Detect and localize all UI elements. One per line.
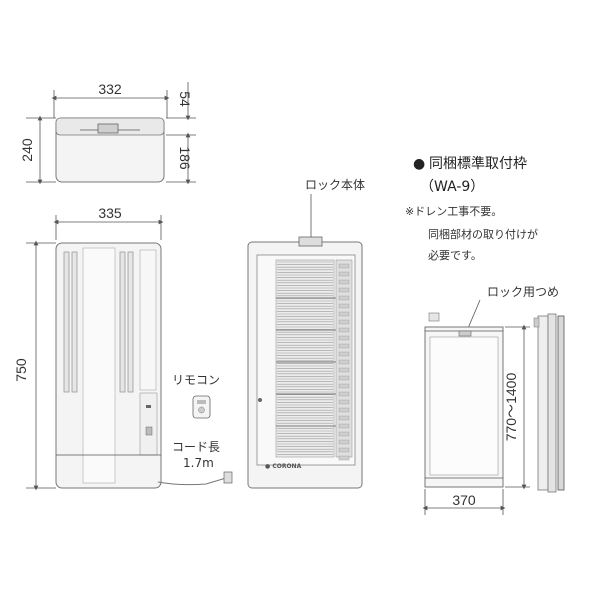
grille-side-slot [338, 367, 350, 373]
grille-side-slot [338, 327, 350, 333]
remote-label: リモコン [172, 373, 220, 387]
frame-inner [429, 336, 499, 476]
notes: ● 同梱標準取付枠 （WA-9） ※ドレン工事不要。 同梱部材の取り付けが 必要… [405, 156, 538, 262]
side-view: 335 750 [13, 205, 164, 491]
control-panel [139, 392, 158, 456]
vent-slot [63, 251, 70, 393]
grille-side-lines [338, 263, 350, 461]
vent-slot [127, 251, 134, 393]
grille-side-slot [338, 447, 350, 453]
remote-button [198, 406, 205, 414]
lock-body-label: ロック本体 [305, 178, 365, 192]
grille-side-slot [338, 455, 350, 461]
grille-side-slot [338, 423, 350, 429]
cord-length-label: コード長 [172, 440, 220, 454]
grille-side-slot [338, 391, 350, 397]
note-line2: 同梱部材の取り付けが [428, 227, 538, 241]
switch [145, 426, 153, 436]
cord-length-value: 1.7m [183, 456, 214, 470]
grille-side-slot [338, 279, 350, 285]
grille-side-slot [338, 439, 350, 445]
vent-slot [119, 251, 126, 393]
grille-side-slot [338, 271, 350, 277]
lock-body [298, 236, 323, 247]
dim-front-width: 335 [98, 205, 122, 221]
latch [258, 398, 262, 402]
grille-side-slot [338, 263, 350, 269]
lock-claw-label: ロック用つめ [487, 285, 559, 299]
dim-top-186: 186 [177, 146, 193, 170]
frame-side-edge [557, 315, 565, 491]
remote-control: リモコン コード長 1.7m [157, 373, 233, 486]
mounting-frame-view: ロック用つめ 770～1400 370 [422, 285, 565, 515]
power-cord [157, 477, 227, 486]
dim-front-750: 750 [13, 358, 29, 382]
grille-side-slot [338, 319, 350, 325]
side-strip [139, 249, 157, 391]
note-title: 同梱標準取付枠 [429, 156, 527, 172]
grille-side-slot [338, 351, 350, 357]
grille-side-slot [338, 359, 350, 365]
grille-side-slot [338, 375, 350, 381]
unit-top-handle [97, 123, 119, 134]
grille-side-slot [338, 295, 350, 301]
dim-frame-width: 370 [452, 492, 476, 508]
note-line3: 必要です。 [428, 249, 482, 262]
indicator [146, 405, 151, 408]
grille-side-slot [338, 287, 350, 293]
side-panel [82, 247, 116, 484]
plug-icon [223, 471, 233, 484]
dim-frame-height: 770～1400 [503, 373, 519, 442]
grille [275, 259, 353, 461]
top-view: 332 54 186 240 [19, 81, 196, 185]
grille-side-slot [338, 407, 350, 413]
grille-side-slot [338, 335, 350, 341]
grille-side-slot [338, 415, 350, 421]
note-bullet: ● [413, 156, 425, 172]
brand-logo: ● CORONA [265, 463, 302, 470]
grille-side-slot [338, 311, 350, 317]
dim-top-width: 332 [98, 81, 122, 97]
grille-side-slot [338, 343, 350, 349]
grille-side-slot [338, 383, 350, 389]
grille-side-slot [338, 399, 350, 405]
grille-side-slot [338, 431, 350, 437]
remote-screen [197, 400, 206, 404]
frame-side-rail [547, 313, 557, 493]
frame-side [537, 315, 549, 491]
lock-claw [458, 330, 472, 337]
dim-top-54: 54 [177, 91, 193, 107]
vent-slot [71, 251, 78, 393]
front-view: ロック本体 ● CORONA [247, 178, 365, 489]
dim-top-240: 240 [19, 138, 35, 162]
note-line1: ※ドレン工事不要。 [405, 205, 502, 218]
frame-side-bracket [533, 317, 540, 328]
note-model: （WA-9） [420, 179, 484, 195]
frame-top-clip [428, 312, 440, 322]
grille-side-slot [338, 303, 350, 309]
